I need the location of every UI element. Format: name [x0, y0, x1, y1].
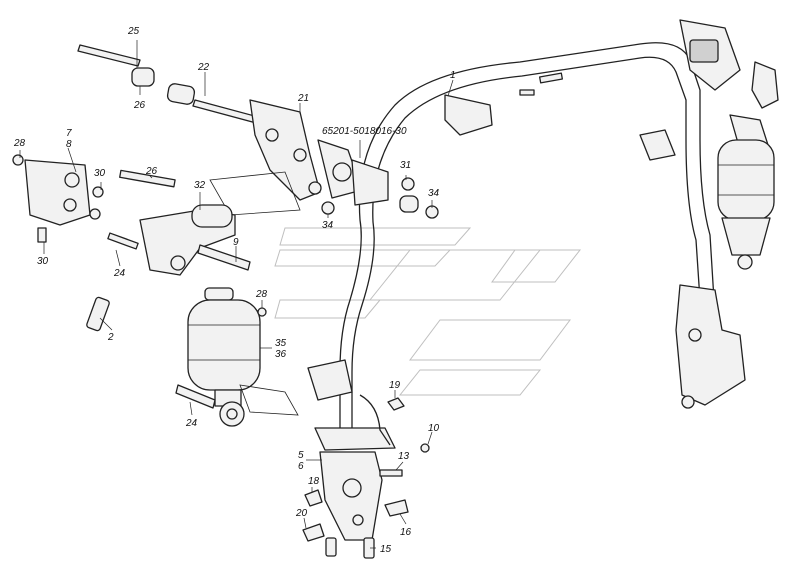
- callout-15: 15: [380, 544, 392, 555]
- right-air-spring-assembly: [639, 19, 779, 409]
- callout-6: 6: [298, 461, 304, 472]
- upper-link-assembly: [77, 44, 439, 219]
- middle-link-assembly: [107, 204, 251, 276]
- callout-24-lower: 24: [185, 418, 198, 429]
- callout-10: 10: [428, 423, 440, 434]
- callout-part-number: 65201-5018016-30: [322, 126, 407, 137]
- callout-34-right: 34: [428, 188, 440, 199]
- leader-lines: [19, 40, 454, 549]
- callout-26-middle: 26: [145, 166, 158, 177]
- callout-21: 21: [297, 93, 309, 104]
- lower-bracket-assembly: [307, 359, 396, 541]
- callout-8: 8: [66, 139, 72, 150]
- callout-20: 20: [295, 508, 308, 519]
- callout-30-upper: 30: [94, 168, 106, 179]
- callout-9: 9: [233, 237, 239, 248]
- callout-32: 32: [194, 180, 206, 191]
- callout-2: 2: [107, 332, 114, 343]
- lower-fasteners: [302, 397, 430, 559]
- callout-16: 16: [400, 527, 412, 538]
- callout-22: 22: [197, 62, 210, 73]
- callout-30-lower: 30: [37, 256, 49, 267]
- callout-1: 1: [450, 70, 456, 81]
- main-frame-tube: [339, 42, 715, 445]
- callout-28-left: 28: [13, 138, 26, 149]
- callout-18: 18: [308, 476, 320, 487]
- callout-31: 31: [400, 160, 411, 171]
- callout-24-upper: 24: [113, 268, 126, 279]
- callout-7: 7: [66, 128, 72, 139]
- callout-5: 5: [298, 450, 304, 461]
- left-bracket-assembly: [12, 154, 176, 243]
- callout-34-left: 34: [322, 220, 334, 231]
- callout-13: 13: [398, 451, 410, 462]
- left-air-spring: [86, 287, 299, 427]
- callout-26: 26: [133, 100, 146, 111]
- callout-25: 25: [127, 26, 140, 37]
- background-emblem: [274, 227, 582, 396]
- callout-36: 36: [275, 349, 287, 360]
- callout-19: 19: [389, 380, 401, 391]
- callout-35: 35: [275, 338, 287, 349]
- callout-28-middle: 28: [255, 289, 268, 300]
- callout-labels: 25 22 26 21 1 65201-5018016-30 28 7 8 30…: [13, 26, 456, 555]
